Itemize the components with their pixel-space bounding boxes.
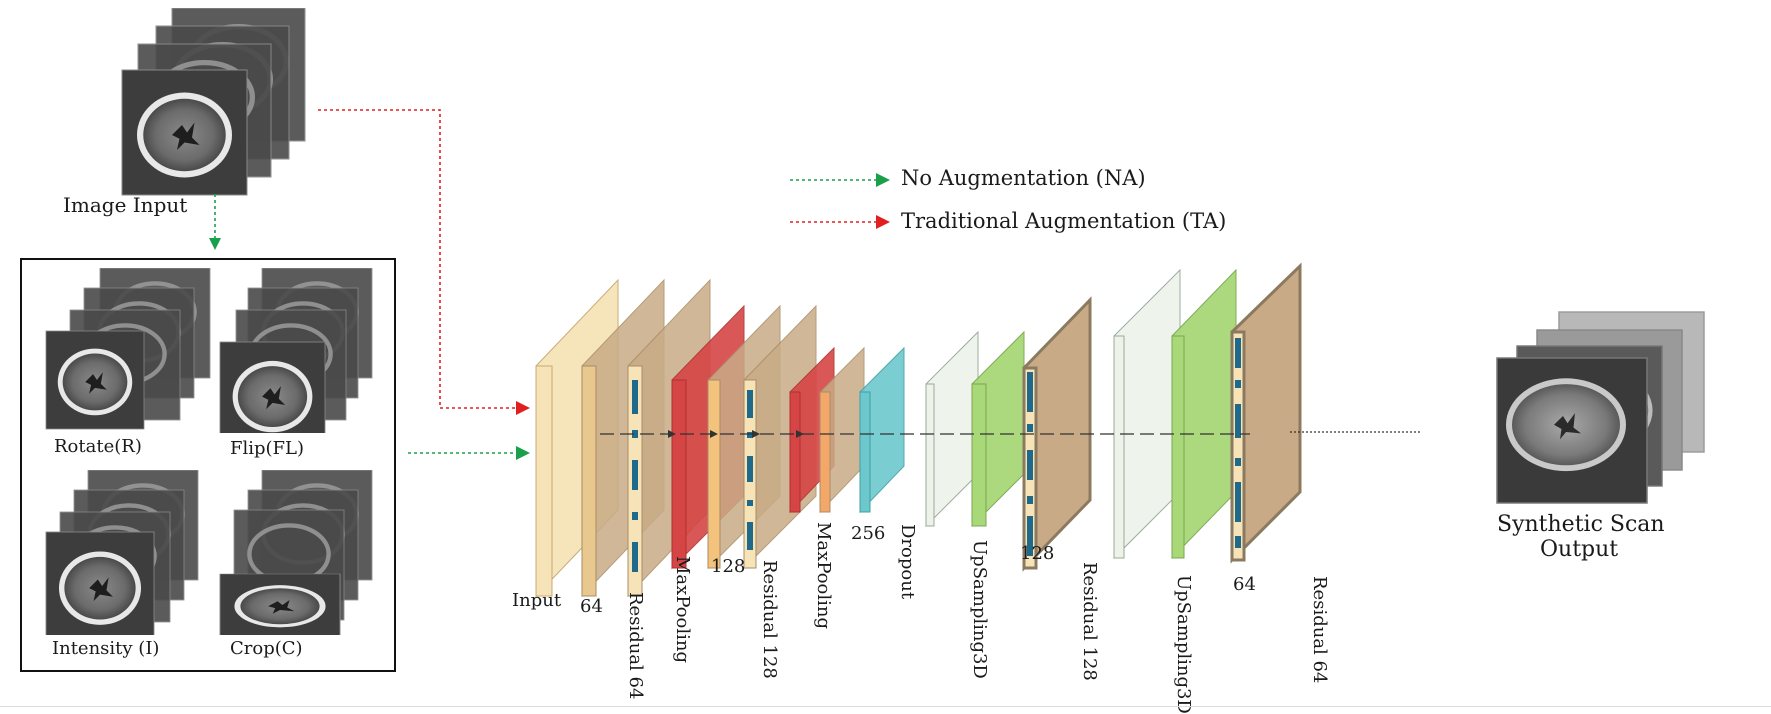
- label-conv3: 256: [851, 523, 886, 544]
- legend-ta-label: Traditional Augmentation (TA): [901, 209, 1227, 233]
- layer-up2-slab: [1113, 268, 1181, 560]
- label-dropout: Dropout: [897, 524, 918, 600]
- ta-arrow: [318, 109, 516, 409]
- aug-label-intensity: Intensity (I): [52, 638, 160, 659]
- image-input-label: Image Input: [63, 193, 188, 217]
- label-conv4: 128: [1020, 543, 1055, 564]
- label-up1: UpSampling3D: [969, 540, 990, 679]
- output-label-line2: Output: [1540, 537, 1619, 562]
- label-conv5: 64: [1233, 574, 1256, 595]
- label-pool2: MaxPooling: [813, 522, 834, 629]
- label-conv1: 64: [580, 596, 603, 617]
- legend-na-label: No Augmentation (NA): [901, 166, 1146, 190]
- na-arrowhead-down: [209, 238, 221, 250]
- aug-label-crop: Crop(C): [230, 638, 303, 659]
- label-conv2: 128: [711, 556, 746, 577]
- label-pool1: MaxPooling: [672, 556, 693, 663]
- augmentation-box: [20, 258, 396, 672]
- label-res2: Residual 128: [759, 560, 780, 679]
- na-arrowhead-right: [516, 446, 530, 460]
- aug-label-rotate: Rotate(R): [54, 436, 142, 457]
- label-up2: UpSampling3D: [1173, 575, 1194, 714]
- layer-res3-slab: [1022, 296, 1092, 572]
- legend-na-arrowhead: [876, 173, 890, 187]
- layer-conv4-slab: [971, 330, 1025, 528]
- ta-arrowhead: [516, 401, 530, 415]
- bottom-divider: [0, 706, 1771, 707]
- label-res3: Residual 128: [1079, 562, 1100, 681]
- layer-res4-slab: [1230, 262, 1302, 564]
- legend-ta-arrowhead: [876, 215, 890, 229]
- output-scan-stack: [1496, 311, 1705, 504]
- aug-label-flip: Flip(FL): [230, 438, 305, 459]
- network-diagram: [535, 262, 1420, 598]
- label-res1: Residual 64: [625, 592, 646, 700]
- layer-conv5-slab: [1171, 268, 1237, 560]
- layer-up1-slab: [925, 330, 979, 528]
- output-label-line1: Synthetic Scan: [1497, 512, 1665, 537]
- layer-dropout-slab: [859, 346, 905, 514]
- label-input: Input: [512, 590, 562, 611]
- label-res4: Residual 64: [1309, 576, 1330, 684]
